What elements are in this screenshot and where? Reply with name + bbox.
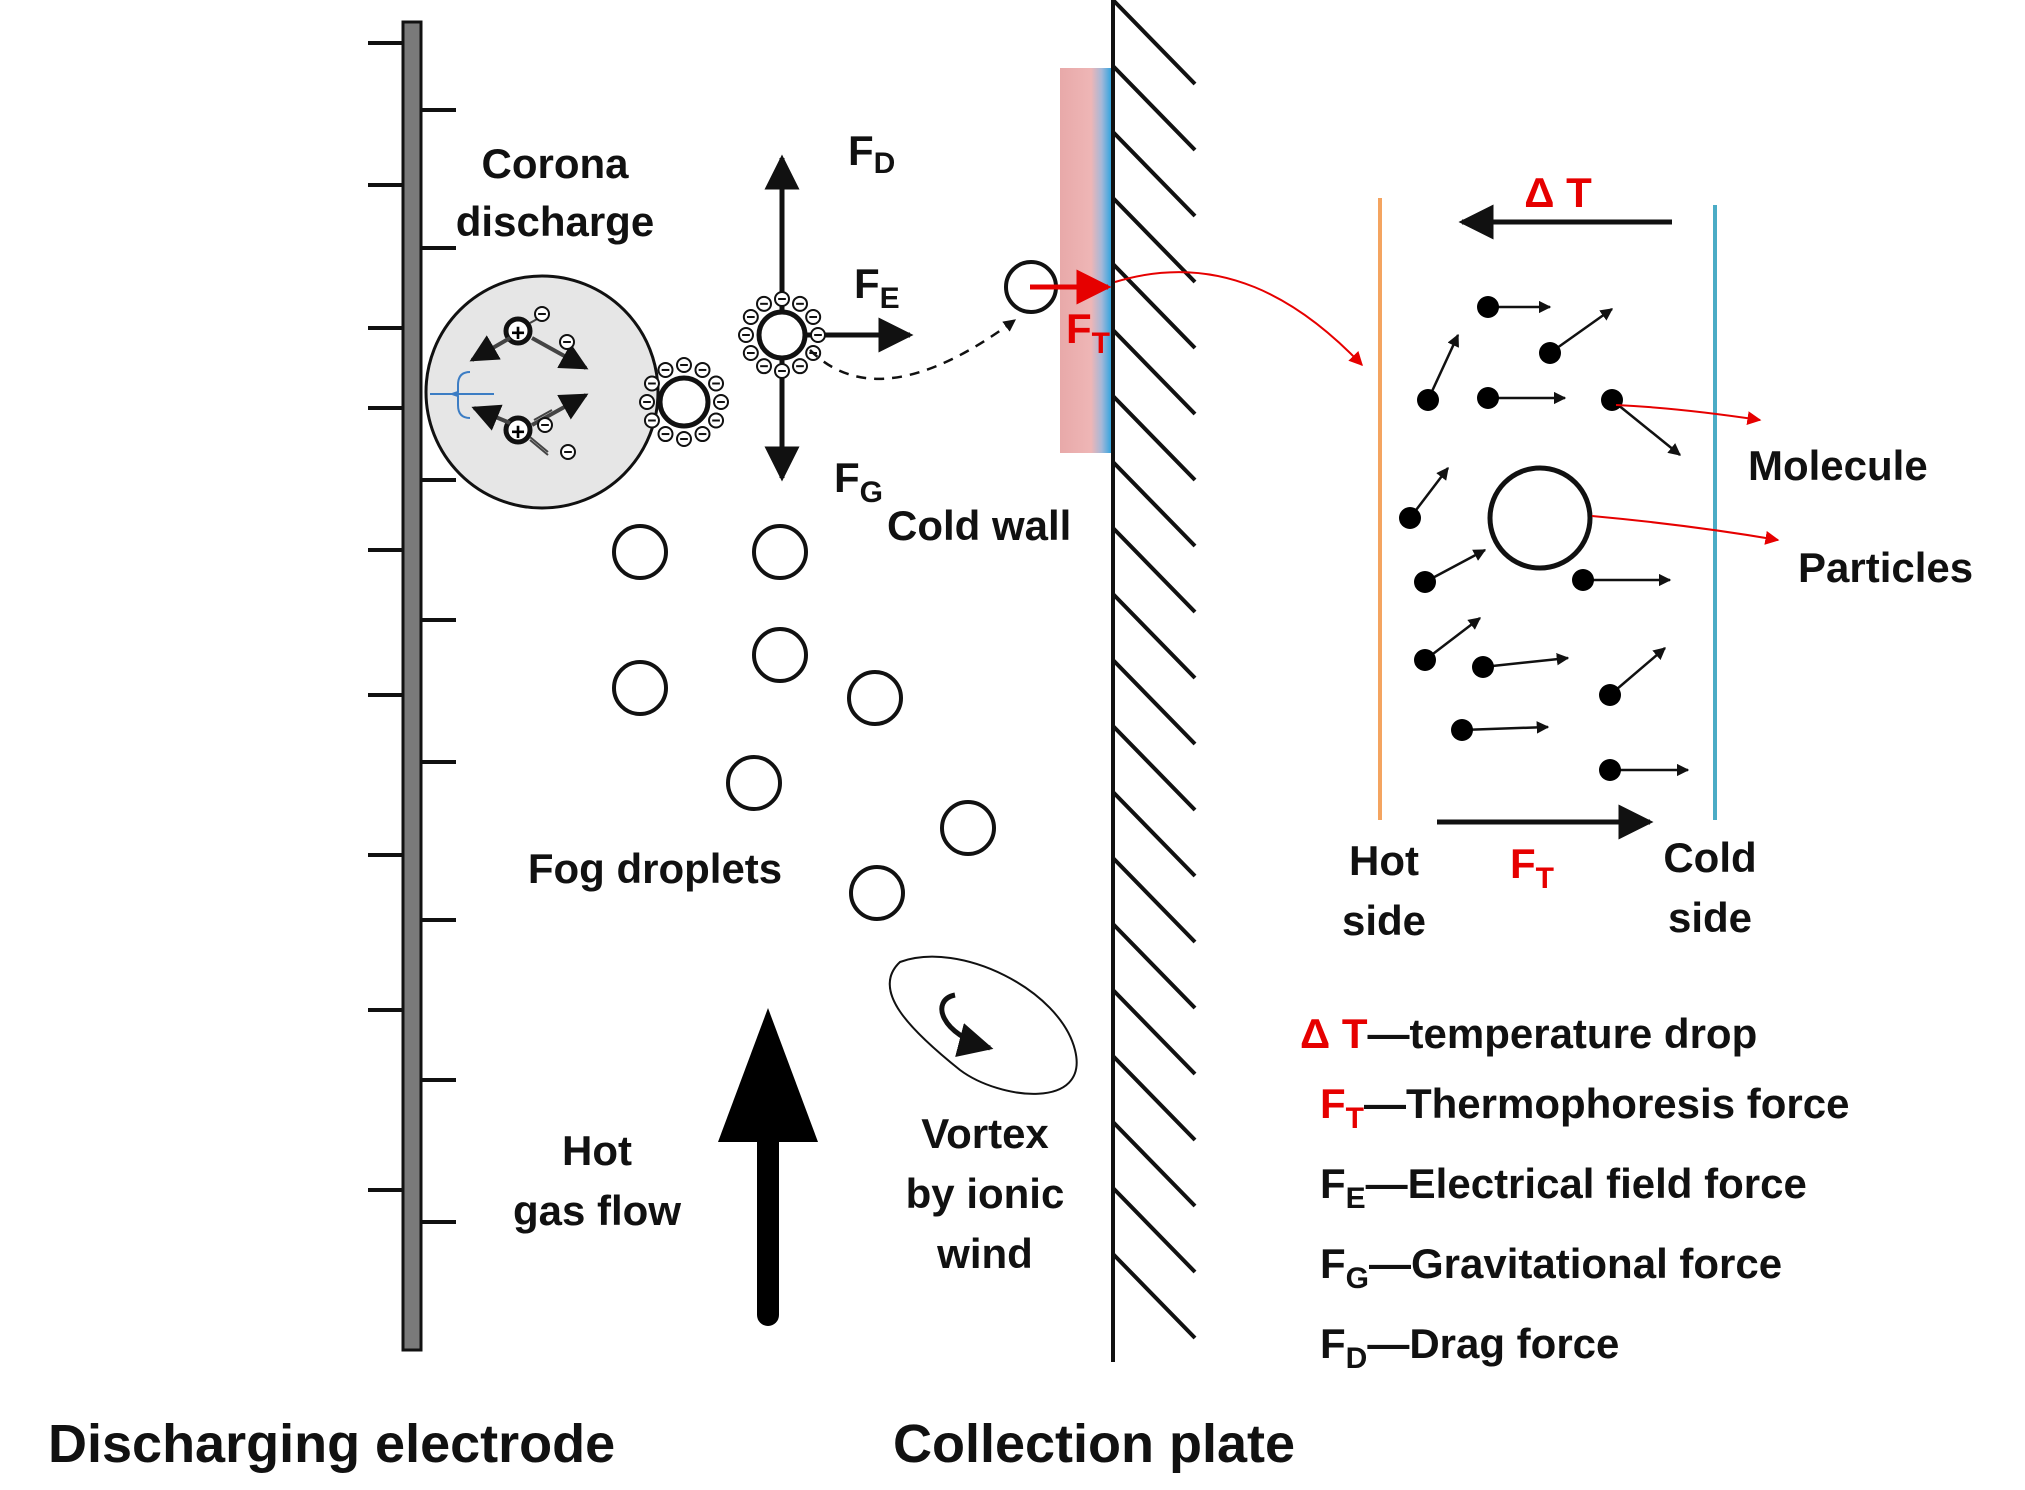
electron-icon	[713, 394, 729, 410]
vortex-label-line2: by ionic	[906, 1170, 1065, 1217]
electron-icon	[537, 417, 553, 433]
molecule-dot	[1599, 759, 1690, 781]
electron-icon	[694, 361, 711, 378]
electron-icon	[708, 375, 725, 392]
fog-droplet	[726, 755, 782, 811]
positive-ion-bottom: +	[503, 415, 533, 446]
trajectory-dashed	[809, 318, 1017, 380]
discharging-electrode	[368, 20, 456, 1352]
svg-text:+: +	[511, 320, 525, 347]
particles-label: Particles	[1798, 544, 1973, 591]
molecule-dot	[1477, 387, 1567, 409]
legend-item-fe: FE—Electrical field force	[1320, 1160, 1807, 1215]
electron-icon	[643, 375, 660, 392]
corona-label-line1: Corona	[482, 140, 630, 187]
molecule-dot	[1477, 296, 1552, 318]
molecule-dot	[1451, 719, 1550, 741]
legend-item-fd: FD—Drag force	[1320, 1320, 1619, 1375]
delta-t-label: Δ T	[1524, 169, 1592, 216]
fog-droplets	[612, 524, 996, 921]
electron-icon	[792, 295, 808, 312]
collection-plate-label: Collection plate	[893, 1414, 1295, 1474]
collection-plate	[1111, 0, 1197, 1362]
molecule-dot	[1599, 647, 1666, 706]
fog-droplet	[847, 670, 903, 726]
molecule-dot	[1414, 617, 1481, 671]
molecule-dot	[1601, 389, 1681, 456]
electron-icon	[534, 306, 550, 322]
electron-icon	[559, 334, 575, 350]
fog-droplet	[612, 660, 668, 716]
fg-label: FG	[834, 454, 883, 509]
electron-icon	[810, 327, 826, 343]
electron-icon	[774, 291, 790, 307]
particle-pointer	[1591, 515, 1780, 545]
discharging-electrode-label: Discharging electrode	[48, 1414, 615, 1474]
legend: Δ T—temperature drop FT—Thermophoresis f…	[1300, 1010, 1849, 1375]
hot-gas-arrow-head	[718, 1008, 818, 1142]
svg-text:+: +	[511, 419, 525, 446]
hot-gas-label-line2: gas flow	[513, 1187, 681, 1234]
electron-icon	[657, 361, 674, 378]
fog-droplet	[940, 800, 996, 856]
electron-icon	[756, 295, 772, 312]
electron-icon	[708, 412, 725, 429]
corona-discharge-zone: + +	[424, 274, 660, 510]
fog-droplet	[849, 865, 905, 921]
electron-icon	[738, 327, 754, 343]
molecule-dot	[1472, 652, 1570, 678]
molecule-dot	[1414, 548, 1487, 593]
zoom-connector	[1114, 271, 1363, 367]
fog-droplet	[752, 627, 808, 683]
molecule-label: Molecule	[1748, 442, 1928, 489]
cold-wall-strip	[1060, 68, 1112, 453]
molecule-dot	[1399, 467, 1449, 529]
fog-droplet	[752, 524, 808, 580]
molecule-dot	[1417, 333, 1460, 411]
legend-item-ft: FT—Thermophoresis force	[1320, 1080, 1849, 1135]
thermophoresis-inset: Δ T FT	[1378, 169, 1780, 895]
electron-icon	[676, 357, 692, 373]
electron-icon	[694, 426, 711, 443]
electron-icon	[657, 426, 674, 443]
electron-icon	[774, 363, 790, 379]
vortex-label-line1: Vortex	[921, 1110, 1049, 1157]
electron-icon	[792, 358, 808, 375]
electron-icon	[742, 309, 759, 325]
hot-gas-label-line1: Hot	[562, 1127, 632, 1174]
fog-droplets-label: Fog droplets	[528, 845, 782, 892]
ft-inset-label: FT	[1510, 840, 1554, 895]
electron-icon	[805, 309, 822, 325]
corona-label-line2: discharge	[456, 198, 654, 245]
force-diagram-particle	[738, 154, 914, 482]
fd-label: FD	[848, 127, 895, 180]
molecule-pointer	[1615, 404, 1762, 426]
cold-side-label-line2: side	[1668, 894, 1752, 941]
cold-side-label-line1: Cold	[1663, 834, 1756, 881]
molecule-dot	[1572, 569, 1672, 591]
legend-item-delta-t: Δ T—temperature drop	[1300, 1010, 1757, 1057]
ft-label-wall: FT	[1066, 305, 1110, 360]
cold-wall-label: Cold wall	[887, 502, 1071, 549]
molecule-dot	[1539, 307, 1614, 364]
charged-droplet-small	[639, 357, 729, 447]
inset-particle	[1487, 465, 1593, 571]
legend-item-fg: FG—Gravitational force	[1320, 1240, 1782, 1295]
positive-ion-top: +	[503, 316, 533, 347]
electron-icon	[560, 444, 576, 460]
electron-icon	[742, 345, 759, 361]
hot-side-label-line1: Hot	[1349, 837, 1419, 884]
hot-side-label-line2: side	[1342, 897, 1426, 944]
electron-icon	[639, 394, 655, 410]
electron-icon	[756, 358, 772, 375]
electron-icon	[676, 431, 692, 447]
electron-icon	[643, 412, 660, 429]
fe-label: FE	[854, 260, 900, 315]
vortex-shape	[888, 955, 1078, 1095]
vortex-label-line3: wind	[936, 1230, 1033, 1277]
fog-droplet	[612, 524, 668, 580]
